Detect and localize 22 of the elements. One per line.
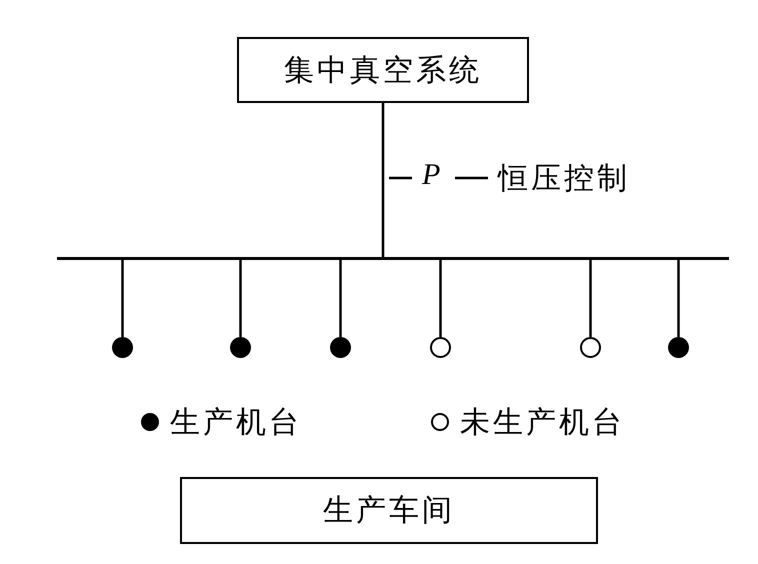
bus-line [57,257,729,260]
connector-line [121,260,124,337]
filled-circle [112,337,133,358]
legend-label: 生产机台 [170,404,302,442]
process-box [237,37,529,103]
hollow-circle [430,337,451,358]
variable-label: P [422,158,440,192]
connector-line [339,260,342,337]
legend-label: 未生产机台 [460,404,625,442]
filled-circle [668,337,689,358]
box-label: 生产车间 [323,492,455,530]
process-box [180,477,598,544]
connector-line [677,260,680,337]
annotation-text: 恒压控制 [498,160,630,198]
box-label: 集中真空系统 [284,52,482,90]
connector-line [239,260,242,337]
filled-circle [230,337,251,358]
connector-line [589,260,592,337]
connector-line [439,260,442,337]
filled-circle [330,337,351,358]
hollow-circle [580,337,601,358]
connector-line [382,103,384,257]
